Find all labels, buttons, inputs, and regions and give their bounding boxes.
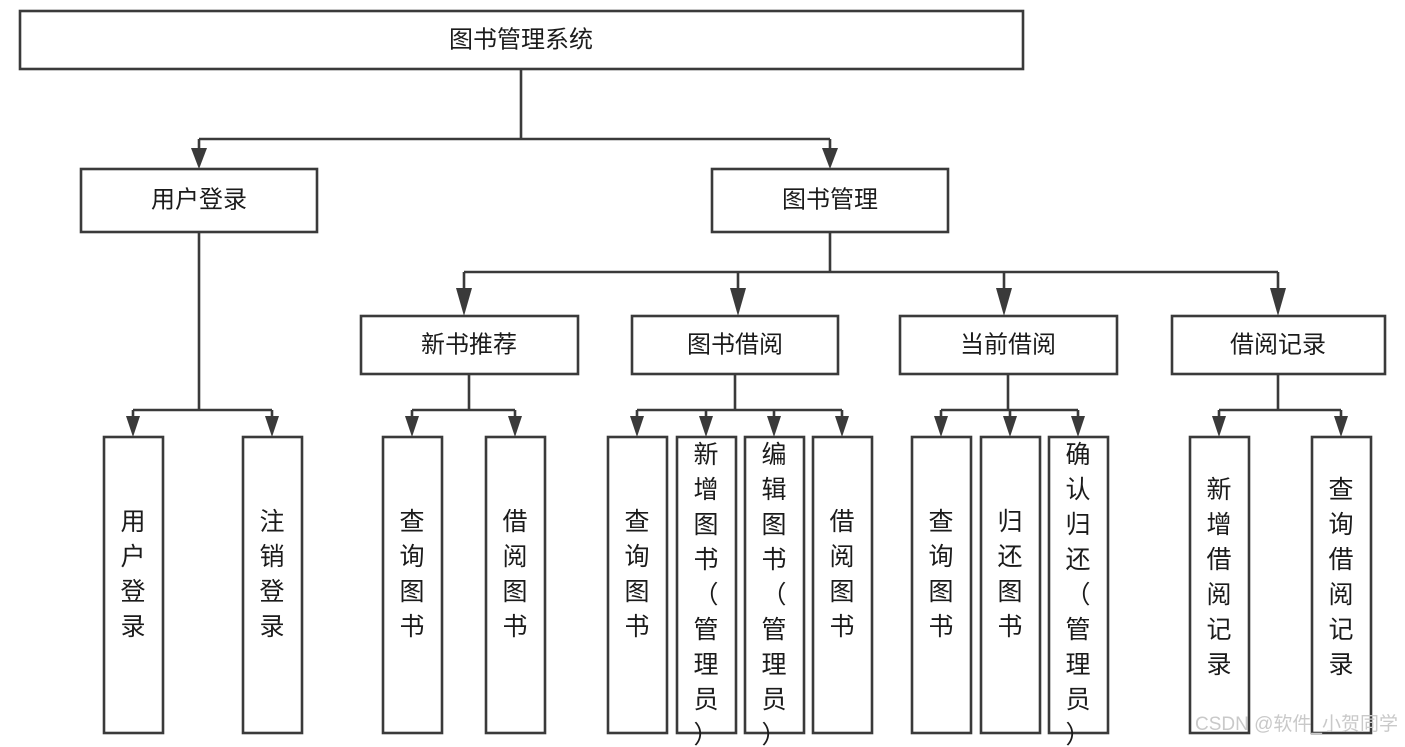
node-leaf-query-book-new-label: 查询图书 <box>399 508 424 641</box>
node-leaf-return-book-box[interactable] <box>979 435 1042 735</box>
node-leaf-add-record-box[interactable] <box>1188 435 1251 735</box>
node-leaf-query-book-current[interactable]: 查询图书 <box>910 435 973 735</box>
node-leaf-user-logout-label: 注销登录 <box>259 508 284 641</box>
node-new-book-recommend-label: 新书推荐 <box>421 331 517 358</box>
arrow-br-leaf-1 <box>1212 416 1226 437</box>
node-leaf-borrow-book-new-label: 借阅图书 <box>502 508 527 641</box>
node-leaf-query-book-current-box[interactable] <box>910 435 973 735</box>
arrow-user-login-leaf-1 <box>126 416 140 437</box>
node-leaf-query-book-borrow-box[interactable] <box>606 435 669 735</box>
arrow-bm-to-book-borrow <box>730 288 746 316</box>
node-leaf-borrow-book-new-box[interactable] <box>484 435 547 735</box>
node-book-borrow-box[interactable] <box>630 314 840 376</box>
node-leaf-add-record[interactable]: 新增借阅记录 <box>1188 435 1251 735</box>
node-leaf-query-book-borrow-label: 查询图书 <box>624 508 649 641</box>
nodes-layer: 图书管理系统 用户登录 图书管理 新书推荐 图书借阅 当前 <box>18 9 1387 747</box>
node-root-label: 图书管理系统 <box>449 26 593 53</box>
node-leaf-query-book-current-label: 查询图书 <box>928 508 953 641</box>
node-borrow-record[interactable]: 借阅记录 <box>1170 314 1387 376</box>
node-leaf-confirm-return[interactable]: 确认归还（管理员） <box>1047 435 1110 747</box>
node-book-management[interactable]: 图书管理 <box>710 167 950 234</box>
node-leaf-user-login[interactable]: 用户登录 <box>102 435 165 735</box>
arrow-bm-to-borrow-record <box>1270 288 1286 316</box>
node-leaf-user-logout[interactable]: 注销登录 <box>241 435 304 735</box>
arrow-nbr-leaf-2 <box>508 416 522 437</box>
arrow-cb-leaf-1 <box>934 416 948 437</box>
node-leaf-add-record-label: 新增借阅记录 <box>1206 476 1231 679</box>
node-user-login-box[interactable] <box>79 167 319 234</box>
arrow-bb-leaf-2 <box>699 416 713 437</box>
arrow-root-to-book-management <box>822 148 838 169</box>
node-leaf-add-book[interactable]: 新增图书（管理员） <box>675 435 738 747</box>
arrow-bb-leaf-3 <box>767 416 781 437</box>
node-leaf-return-book-label: 归还图书 <box>997 508 1022 641</box>
edges-layer <box>126 69 1348 437</box>
node-leaf-borrow-book-new[interactable]: 借阅图书 <box>484 435 547 735</box>
node-book-borrow[interactable]: 图书借阅 <box>630 314 840 376</box>
node-leaf-confirm-return-label: 确认归还（管理员） <box>1065 441 1090 747</box>
node-leaf-user-logout-box[interactable] <box>241 435 304 735</box>
node-leaf-edit-book-label: 编辑图书（管理员） <box>761 441 786 747</box>
node-book-borrow-label: 图书借阅 <box>687 331 783 358</box>
node-leaf-return-book[interactable]: 归还图书 <box>979 435 1042 735</box>
node-borrow-record-label: 借阅记录 <box>1230 331 1326 358</box>
node-leaf-query-record-box[interactable] <box>1310 435 1373 735</box>
node-leaf-query-record-label: 查询借阅记录 <box>1328 476 1353 679</box>
arrow-user-login-leaf-2 <box>265 416 279 437</box>
node-leaf-borrow-book-label: 借阅图书 <box>829 508 854 641</box>
node-leaf-user-login-label: 用户登录 <box>120 508 145 641</box>
node-current-borrow-label: 当前借阅 <box>960 331 1056 358</box>
csdn-watermark: CSDN @软件_小贺同学 <box>1195 713 1398 735</box>
node-user-login-label: 用户登录 <box>151 186 247 213</box>
arrow-bm-to-current-borrow <box>996 288 1012 316</box>
arrow-nbr-leaf-1 <box>405 416 419 437</box>
node-new-book-recommend[interactable]: 新书推荐 <box>359 314 580 376</box>
arrow-cb-leaf-3 <box>1071 416 1085 437</box>
arrow-root-to-user-login <box>191 148 207 169</box>
arrow-bb-leaf-1 <box>630 416 644 437</box>
node-leaf-query-book-new-box[interactable] <box>381 435 444 735</box>
node-book-management-box[interactable] <box>710 167 950 234</box>
node-leaf-query-book-new[interactable]: 查询图书 <box>381 435 444 735</box>
node-new-book-recommend-box[interactable] <box>359 314 580 376</box>
node-leaf-borrow-book-box[interactable] <box>811 435 874 735</box>
node-borrow-record-box[interactable] <box>1170 314 1387 376</box>
node-leaf-user-login-box[interactable] <box>102 435 165 735</box>
node-leaf-confirm-return-box[interactable] <box>1047 435 1110 735</box>
node-user-login[interactable]: 用户登录 <box>79 167 319 234</box>
node-leaf-add-book-box[interactable] <box>675 435 738 735</box>
arrow-bb-leaf-4 <box>835 416 849 437</box>
node-leaf-query-record[interactable]: 查询借阅记录 <box>1310 435 1373 735</box>
arrow-br-leaf-2 <box>1334 416 1348 437</box>
node-root-box[interactable] <box>18 9 1025 71</box>
node-leaf-borrow-book[interactable]: 借阅图书 <box>811 435 874 735</box>
node-leaf-query-book-borrow[interactable]: 查询图书 <box>606 435 669 735</box>
node-leaf-edit-book[interactable]: 编辑图书（管理员） <box>743 435 806 747</box>
node-current-borrow-box[interactable] <box>898 314 1119 376</box>
arrow-bm-to-new-book-recommend <box>456 288 472 316</box>
node-root[interactable]: 图书管理系统 <box>18 9 1025 71</box>
node-current-borrow[interactable]: 当前借阅 <box>898 314 1119 376</box>
node-book-management-label: 图书管理 <box>782 186 878 213</box>
arrow-cb-leaf-2 <box>1003 416 1017 437</box>
node-leaf-edit-book-box[interactable] <box>743 435 806 735</box>
node-leaf-add-book-label: 新增图书（管理员） <box>693 441 718 747</box>
